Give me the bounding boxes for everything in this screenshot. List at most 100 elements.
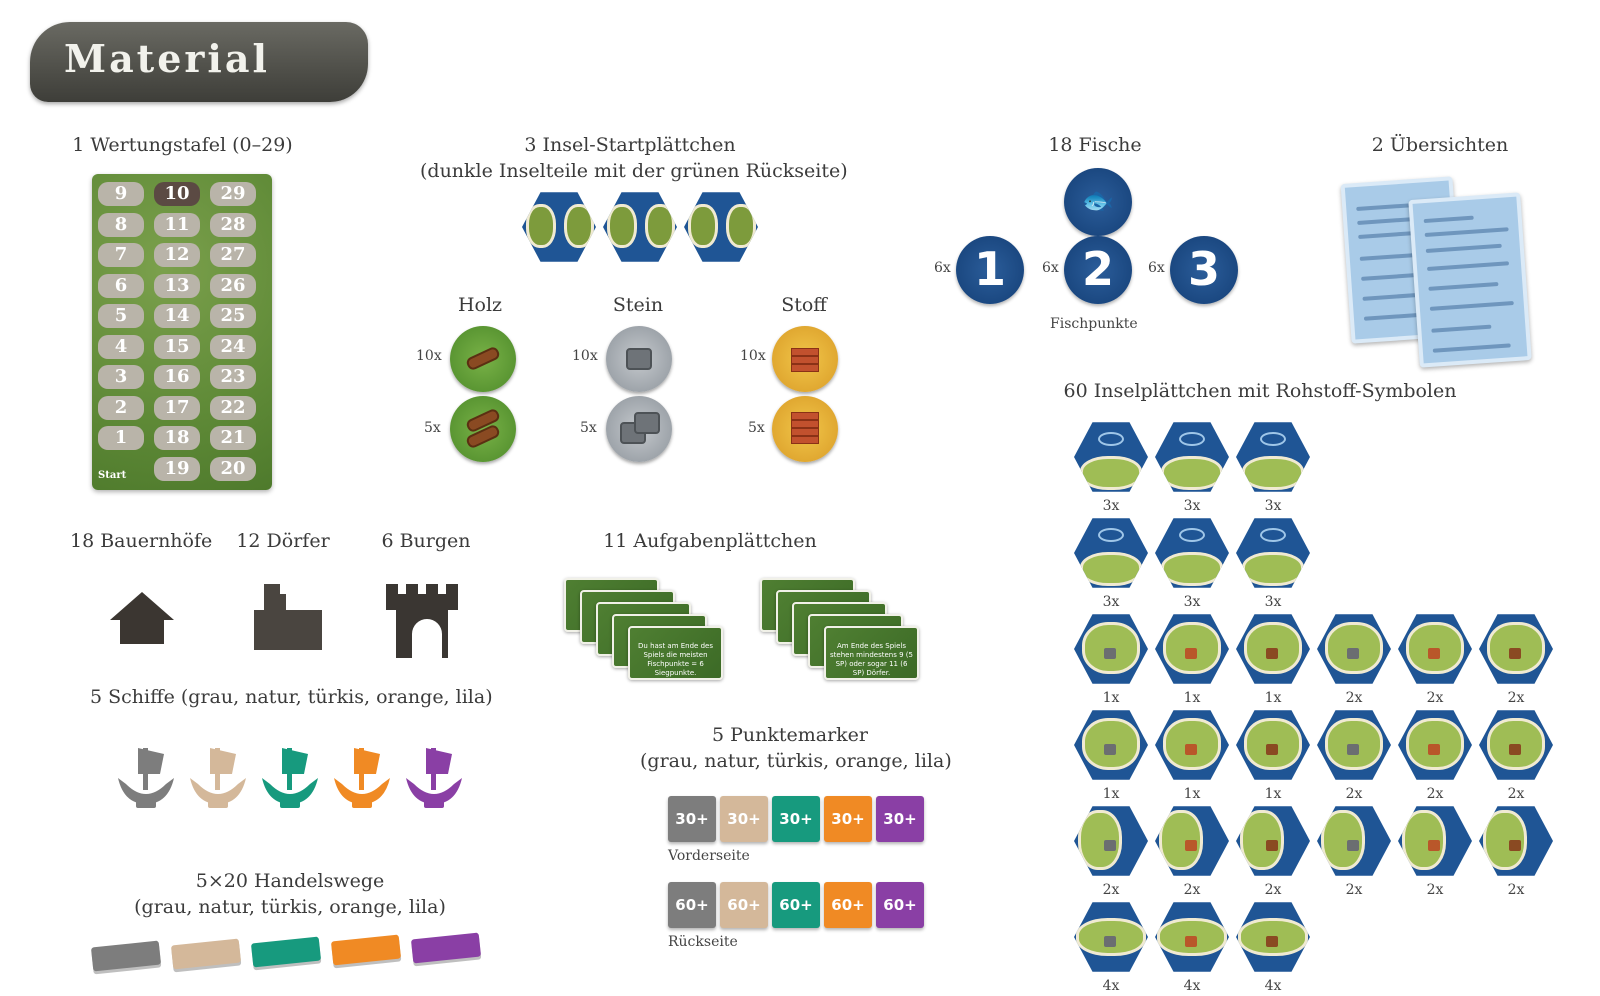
score-cell: 28 bbox=[210, 212, 256, 237]
fish-caption: Fischpunkte bbox=[1050, 316, 1138, 332]
trade-route bbox=[250, 936, 322, 968]
point-marker-front: 30+ bbox=[772, 796, 820, 842]
trade-route bbox=[330, 934, 402, 966]
island-tile bbox=[1398, 614, 1472, 684]
island-tile bbox=[1155, 806, 1229, 876]
island-tile bbox=[1479, 806, 1553, 876]
cloth-count-double: 5x bbox=[748, 420, 765, 436]
island-tile-count: 1x bbox=[1264, 690, 1282, 706]
ship-icon bbox=[190, 748, 246, 808]
cloth-label: Stoff bbox=[781, 294, 827, 316]
score-cell: 7 bbox=[98, 243, 144, 267]
island-tile-count: 4x bbox=[1183, 978, 1201, 994]
stone-label: Stein bbox=[612, 294, 664, 316]
island-tile-count: 3x bbox=[1183, 498, 1201, 514]
ship-icon bbox=[334, 748, 390, 808]
fish-token-2: 2 bbox=[1064, 236, 1132, 304]
island-tile-count: 2x bbox=[1507, 882, 1525, 898]
score-cell: 2 bbox=[98, 395, 144, 420]
island-tile bbox=[1236, 422, 1310, 492]
start-tiles-label-2: (dunkle Inselteile mit der grünen Rückse… bbox=[420, 160, 848, 182]
ship-icon bbox=[262, 748, 318, 808]
trade-route bbox=[90, 940, 162, 972]
start-tile bbox=[603, 192, 677, 262]
trade-route bbox=[170, 938, 242, 970]
stone-token-single bbox=[606, 326, 672, 392]
wood-count-single: 10x bbox=[416, 348, 442, 364]
island-tile bbox=[1155, 422, 1229, 492]
trade-route bbox=[410, 932, 482, 964]
scoreboard-label: 1 Wertungstafel (0–29) bbox=[72, 134, 293, 156]
point-marker-front: 30+ bbox=[876, 796, 924, 842]
wood-token-single bbox=[450, 326, 516, 392]
ship-icon bbox=[118, 748, 174, 808]
island-tile bbox=[1398, 710, 1472, 780]
stone-count-single: 10x bbox=[572, 348, 598, 364]
castles-label: 6 Burgen bbox=[381, 530, 471, 552]
island-tile-count: 1x bbox=[1264, 786, 1282, 802]
island-tile bbox=[1236, 902, 1310, 972]
island-tile bbox=[1317, 806, 1391, 876]
island-tile-count: 2x bbox=[1183, 882, 1201, 898]
task-card: Am Ende des Spiels stehen mindestens 9 (… bbox=[824, 626, 919, 680]
island-tile bbox=[1155, 710, 1229, 780]
island-tile bbox=[1074, 422, 1148, 492]
island-tile bbox=[1479, 614, 1553, 684]
markers-back-label: Rückseite bbox=[668, 934, 738, 950]
island-tile-count: 2x bbox=[1345, 786, 1363, 802]
score-cell: 9 bbox=[98, 182, 144, 206]
island-tile-count: 3x bbox=[1183, 594, 1201, 610]
island-tile bbox=[1155, 518, 1229, 588]
routes-label-2: (grau, natur, türkis, orange, lila) bbox=[134, 896, 446, 918]
island-tile-count: 2x bbox=[1426, 786, 1444, 802]
island-tile-count: 2x bbox=[1507, 690, 1525, 706]
island-tile bbox=[1236, 710, 1310, 780]
score-cell: 11 bbox=[154, 212, 200, 237]
island-tile-count: 1x bbox=[1183, 690, 1201, 706]
score-cell: 18 bbox=[154, 426, 200, 450]
island-tile-count: 3x bbox=[1102, 498, 1120, 514]
score-cell: 13 bbox=[154, 273, 200, 298]
island-tile bbox=[1317, 710, 1391, 780]
score-cell: 26 bbox=[210, 273, 256, 298]
island-tile bbox=[1398, 806, 1472, 876]
wood-token-double bbox=[450, 396, 516, 462]
island-tile-count: 2x bbox=[1345, 882, 1363, 898]
island-tile-count: 2x bbox=[1102, 882, 1120, 898]
villages-label: 12 Dörfer bbox=[236, 530, 330, 552]
score-cell: 19 bbox=[154, 456, 200, 481]
island-tile-count: 3x bbox=[1102, 594, 1120, 610]
island-tile-count: 2x bbox=[1426, 882, 1444, 898]
island-tile-count: 4x bbox=[1264, 978, 1282, 994]
score-cell: 14 bbox=[154, 304, 200, 328]
ship-icon bbox=[406, 748, 462, 808]
island-tile-count: 1x bbox=[1183, 786, 1201, 802]
score-cell: 24 bbox=[210, 334, 256, 359]
score-cell: 20 bbox=[210, 456, 256, 481]
island-tile bbox=[1317, 614, 1391, 684]
score-cell: 22 bbox=[210, 395, 256, 420]
island-tile bbox=[1236, 614, 1310, 684]
point-marker-front: 30+ bbox=[668, 796, 716, 842]
point-marker-back: 60+ bbox=[876, 882, 924, 928]
island-tile bbox=[1155, 614, 1229, 684]
island-tile-count: 1x bbox=[1102, 690, 1120, 706]
score-cell: 27 bbox=[210, 243, 256, 267]
island-tile bbox=[1074, 902, 1148, 972]
fish-token-back: 🐟 bbox=[1064, 168, 1132, 236]
fish-count-2: 6x bbox=[1042, 260, 1059, 276]
score-cell: 6 bbox=[98, 273, 144, 298]
village-icon bbox=[254, 584, 322, 650]
island-tile bbox=[1155, 902, 1229, 972]
fish-count-3: 6x bbox=[1148, 260, 1165, 276]
score-cell: 15 bbox=[154, 334, 200, 359]
island-tile-count: 2x bbox=[1345, 690, 1363, 706]
score-cell: 29 bbox=[210, 182, 256, 206]
fish-label: 18 Fische bbox=[1048, 134, 1142, 156]
cloth-count-single: 10x bbox=[740, 348, 766, 364]
task-card-text: Am Ende des Spiels stehen mindestens 9 (… bbox=[830, 642, 913, 677]
score-cell: 23 bbox=[210, 365, 256, 389]
point-marker-back: 60+ bbox=[668, 882, 716, 928]
fish-token-1: 1 bbox=[956, 236, 1024, 304]
